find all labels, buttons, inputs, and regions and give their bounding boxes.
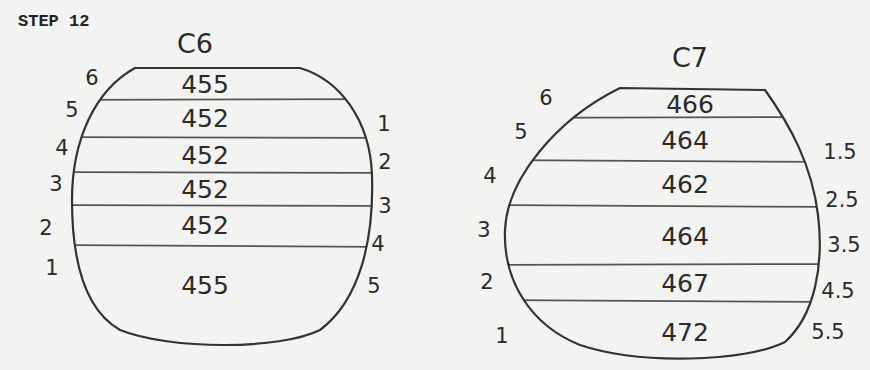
- band-value: 455: [115, 69, 295, 100]
- band-number: 462: [661, 172, 709, 197]
- side-number: 4.5: [821, 281, 854, 302]
- side-number: 2: [480, 272, 493, 293]
- side-number: 1.5: [823, 142, 856, 163]
- side-number: 3: [477, 220, 490, 241]
- band-value: 452: [115, 101, 295, 136]
- side-number: 5: [65, 100, 78, 121]
- band-value: 464: [575, 210, 795, 262]
- band-number: 452: [181, 106, 229, 131]
- side-number: 6: [85, 68, 98, 89]
- section-outline: [480, 38, 830, 368]
- cross-section: C6455452452452452455: [55, 25, 395, 355]
- band-divider: [55, 245, 395, 247]
- band-value: 452: [115, 138, 295, 172]
- side-number: 5.5: [811, 322, 844, 343]
- band-number: 455: [181, 273, 229, 298]
- section-border: [72, 68, 372, 345]
- band-value: 472: [575, 310, 795, 355]
- band-number: 466: [666, 92, 714, 117]
- band-value: 466: [590, 91, 790, 117]
- side-number: 3: [378, 196, 391, 217]
- band-divider: [480, 205, 830, 207]
- band-value: 452: [115, 207, 295, 244]
- band-value: 452: [115, 173, 295, 205]
- band-divider: [55, 205, 395, 206]
- side-number: 2: [39, 218, 52, 239]
- band-number: 464: [661, 128, 709, 153]
- band-value: 455: [115, 260, 295, 310]
- band-value: 467: [575, 267, 795, 300]
- side-number: 1: [45, 258, 58, 279]
- band-number: 464: [661, 224, 709, 249]
- diagram-title: STEP 12: [18, 12, 89, 31]
- band-divider: [480, 117, 830, 118]
- band-value: 464: [575, 120, 795, 160]
- band-divider: [480, 264, 830, 265]
- band-number: 472: [661, 320, 709, 345]
- section-border: [505, 88, 820, 359]
- band-number: 452: [181, 177, 229, 202]
- band-divider: [55, 172, 395, 173]
- side-number: 4: [55, 138, 68, 159]
- side-number: 5: [367, 276, 380, 297]
- side-number: 2.5: [825, 190, 858, 211]
- side-number: 1: [377, 114, 390, 135]
- band-divider: [55, 137, 395, 138]
- band-number: 455: [181, 72, 229, 97]
- section-heading: C7: [672, 42, 708, 73]
- cross-section: C7466464462464467472: [480, 38, 830, 368]
- side-number: 4: [371, 234, 384, 255]
- side-number: 4: [483, 166, 496, 187]
- side-number: 6: [539, 88, 552, 109]
- side-number: 2: [378, 152, 391, 173]
- band-number: 467: [661, 271, 709, 296]
- band-value: 462: [575, 163, 795, 205]
- band-divider: [480, 300, 830, 302]
- band-number: 452: [181, 143, 229, 168]
- side-number: 5: [514, 122, 527, 143]
- band-number: 452: [181, 213, 229, 238]
- side-number: 3: [49, 174, 62, 195]
- section-heading: C6: [177, 28, 213, 59]
- side-number: 3.5: [827, 235, 860, 256]
- side-number: 1: [495, 326, 508, 347]
- band-divider: [55, 99, 395, 100]
